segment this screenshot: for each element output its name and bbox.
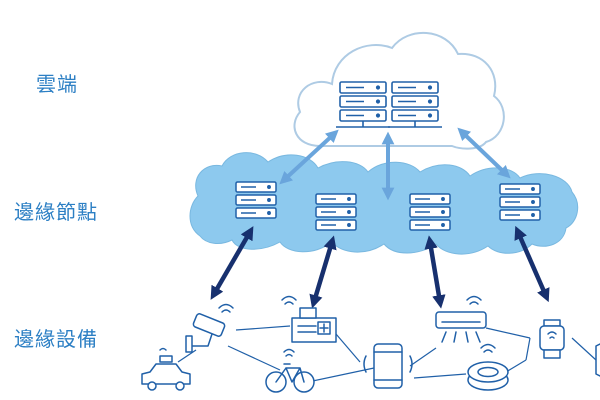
edge-server-1-icon: [235, 181, 277, 219]
edge-device-layer-label: 邊緣設備: [14, 327, 98, 351]
device-arrow-4: [514, 225, 550, 303]
taxi-icon: [141, 347, 191, 391]
robot-vacuum-icon: [467, 343, 509, 391]
edge-server-4-icon: [499, 183, 541, 221]
device-arrow-2: [309, 235, 337, 309]
smartphone-icon: [363, 343, 413, 389]
cloud-arrow-3: [457, 127, 511, 179]
security-camera-icon: [185, 303, 234, 353]
smart-building-icon: [281, 295, 337, 343]
partial-device-icon: [595, 343, 600, 377]
device-arrow-3: [424, 235, 446, 309]
central-server-right-icon: [388, 81, 442, 128]
edge-server-3-icon: [409, 193, 451, 231]
air-conditioner-icon: [435, 295, 487, 343]
cloud-arrow-1: [279, 129, 339, 185]
cloud-edge-arrows: [279, 127, 511, 201]
edge-server-2-icon: [315, 193, 357, 231]
cloud-layer-label: 雲端: [36, 72, 78, 96]
central-cloud: [293, 32, 505, 150]
central-server-left-icon: [336, 81, 390, 128]
edge-device-arrows: [210, 225, 550, 309]
edge-node-layer-label: 邊緣節點: [14, 200, 98, 224]
bicycle-icon: [265, 348, 315, 393]
device-arrow-1: [210, 226, 254, 300]
smartwatch-icon: [539, 319, 565, 359]
device-links: [177, 325, 597, 383]
